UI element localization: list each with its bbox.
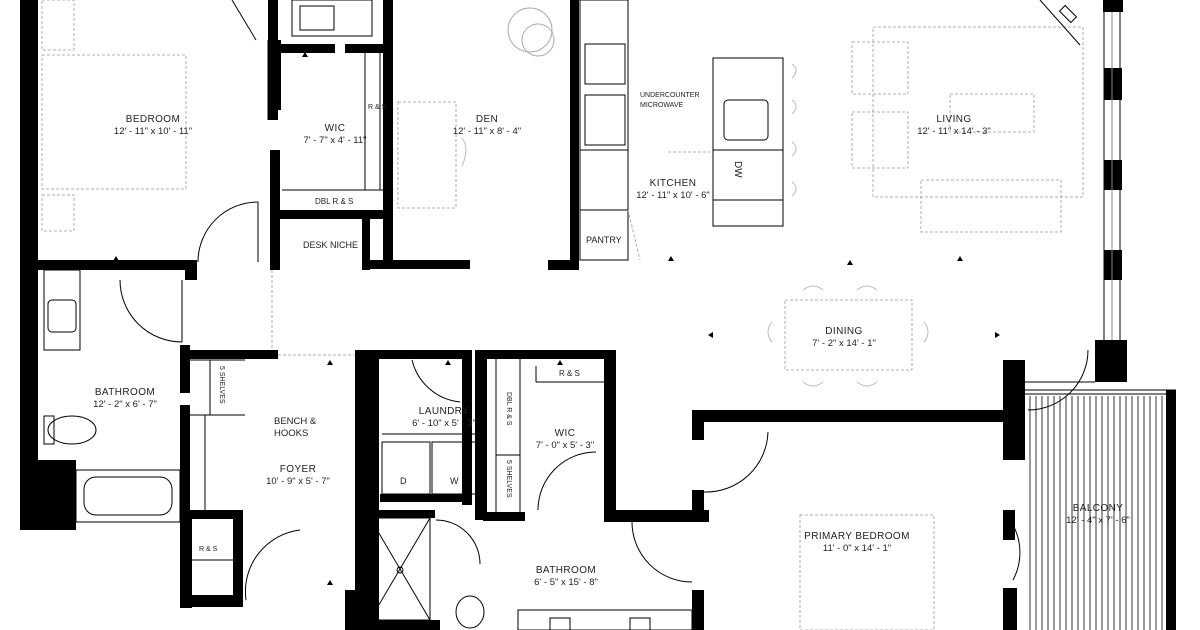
note-hooks: HOOKS bbox=[274, 428, 309, 439]
note-rs-foyer: R & S bbox=[199, 546, 218, 553]
furniture-dashed bbox=[41, 0, 1084, 630]
note-desk-niche: DESK NICHE bbox=[303, 240, 359, 250]
room-bedroom: BEDROOM 12' - 11" x 10' - 11" bbox=[114, 114, 192, 138]
room-dims: 11' - 0" x 14' - 1" bbox=[822, 543, 892, 554]
room-kitchen: KITCHEN 12' - 11" x 10' - 6" bbox=[636, 178, 710, 202]
room-dims: 12' - 11" x 8' - 4" bbox=[452, 126, 522, 137]
room-laundry: LAUNDRY 6' - 10" x 5' - 3" bbox=[412, 406, 476, 430]
room-name: BALCONY bbox=[1072, 503, 1124, 514]
note-microwave: MICROWAVE bbox=[640, 102, 684, 109]
thin-lines bbox=[43, 0, 1176, 630]
lounge-chair-icon bbox=[507, 7, 555, 57]
room-primary-bedroom: PRIMARY BEDROOM 11' - 0" x 14' - 1" bbox=[804, 531, 910, 555]
room-name: KITCHEN bbox=[649, 178, 697, 189]
room-name: WIC bbox=[554, 428, 576, 439]
note-shelves-foyer: 5 SHELVES bbox=[218, 366, 225, 404]
room-dims: 6' - 5" x 15' - 8" bbox=[534, 577, 598, 588]
room-dims: 7' - 2" x 14' - 1" bbox=[812, 338, 876, 349]
room-name: BATHROOM bbox=[535, 565, 597, 576]
room-wic-2: WIC 7' - 0" x 5' - 3" bbox=[536, 428, 594, 452]
room-name: BEDROOM bbox=[125, 114, 181, 125]
room-name: DINING bbox=[825, 326, 863, 337]
room-name: LAUNDRY bbox=[418, 406, 470, 417]
window-symbols bbox=[231, 0, 1081, 46]
note-dbl-rs: DBL R & S bbox=[315, 197, 354, 206]
room-dims: 7' - 0" x 5' - 3" bbox=[535, 440, 595, 451]
note-rs-wic2: R & S bbox=[559, 369, 580, 378]
note-undercounter: UNDERCOUNTER bbox=[640, 92, 700, 99]
note-bench: BENCH & bbox=[274, 416, 317, 427]
note-rs-wic1: R & S bbox=[368, 104, 387, 111]
note-pantry: PANTRY bbox=[586, 235, 622, 245]
room-name: DEN bbox=[475, 114, 499, 125]
room-name: PRIMARY BEDROOM bbox=[804, 531, 910, 542]
room-dining: DINING 7' - 2" x 14' - 1" bbox=[812, 326, 876, 350]
walls bbox=[20, 0, 1176, 630]
room-dims: 12' - 4" x 7' - 6" bbox=[1066, 515, 1130, 526]
room-name: FOYER bbox=[279, 464, 317, 475]
note-dbl-rs-vert: DBL R & S bbox=[505, 392, 512, 426]
room-foyer: FOYER 10' - 9" x 5' - 7" bbox=[266, 464, 330, 488]
note-washer: W bbox=[450, 476, 459, 486]
room-name: WIC bbox=[324, 123, 346, 134]
room-living: LIVING 12' - 11" x 14' - 3" bbox=[917, 114, 991, 138]
room-bathroom-2: BATHROOM 6' - 5" x 15' - 8" bbox=[534, 565, 598, 589]
note-shelves-laundry: 5 SHELVES bbox=[505, 460, 512, 498]
room-bathroom-1: BATHROOM 12' - 2" x 6' - 7" bbox=[93, 387, 157, 411]
room-den: DEN 12' - 11" x 8' - 4" bbox=[453, 114, 521, 138]
note-dryer: D bbox=[400, 476, 407, 486]
room-dims: 12' - 11" x 14' - 3" bbox=[917, 126, 991, 137]
dining-chairs bbox=[461, 63, 929, 387]
room-dims: 12' - 11" x 10' - 6" bbox=[636, 190, 710, 201]
arrow-markers bbox=[113, 52, 1000, 585]
room-dims: 12' - 2" x 6' - 7" bbox=[93, 399, 157, 410]
note-dishwasher: DW bbox=[732, 161, 743, 178]
room-dims: 10' - 9" x 5' - 7" bbox=[266, 476, 330, 487]
room-dims: 6' - 10" x 5' - 3" bbox=[412, 418, 476, 429]
room-balcony: BALCONY 12' - 4" x 7' - 6" bbox=[1066, 503, 1130, 527]
room-wic-1: WIC 7' - 7" x 4' - 11" bbox=[304, 123, 367, 147]
room-dims: 7' - 7" x 4' - 11" bbox=[303, 135, 367, 146]
room-dims: 12' - 11" x 10' - 11" bbox=[113, 126, 193, 137]
room-name: LIVING bbox=[936, 114, 972, 125]
room-name: BATHROOM bbox=[94, 387, 156, 398]
balcony-slats bbox=[1029, 396, 1163, 630]
